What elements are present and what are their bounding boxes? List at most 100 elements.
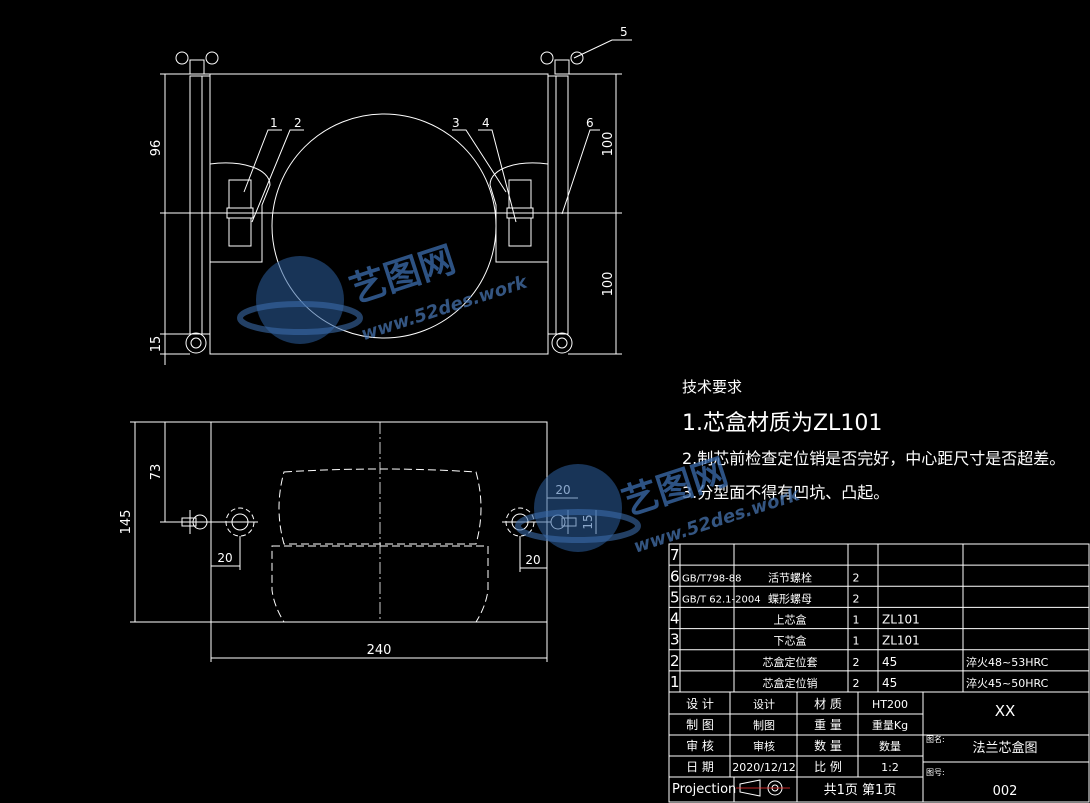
tech-req-item-2: 2.制芯前检查定位销是否完好，中心距尺寸是否超差。 [682, 449, 1065, 468]
watermark-sphere-icon-2 [515, 464, 641, 552]
sheet-info: 共1页 第1页 [824, 783, 897, 798]
bom-name: 上芯盒 [774, 613, 807, 627]
bom-no: 3 [670, 631, 680, 649]
bom-material: 45 [882, 655, 897, 669]
part-label-2: 2 [294, 116, 302, 130]
leader-1 [243, 129, 282, 193]
tb-label: 设 计 [686, 697, 714, 711]
bom-name: 蝶形螺母 [768, 591, 812, 605]
part-label-4: 4 [482, 116, 490, 130]
tb-value2: 重量Kg [872, 718, 908, 732]
projection-symbol-icon [736, 779, 790, 797]
bom-name: 芯盒定位套 [763, 655, 818, 669]
bom-material: ZL101 [882, 613, 920, 627]
dim-96: 96 [149, 140, 164, 157]
bom-qty: 2 [853, 656, 860, 669]
left-clamp-bar-inner [201, 75, 211, 335]
bom-no: 5 [670, 588, 680, 606]
bom-name: 下芯盒 [774, 634, 807, 648]
tb-label: 日 期 [686, 760, 714, 774]
bom-qty: 1 [853, 614, 860, 627]
tb-label2: 重 量 [814, 718, 842, 732]
top-view: 1 2 3 4 5 6 96 15 100 100 [149, 25, 632, 365]
bom-material: 45 [882, 676, 897, 690]
bottom-eye-left [185, 332, 207, 354]
drawing-no-label: 图号: [926, 768, 945, 777]
tech-req-item-1: 1.芯盒材质为ZL101 [682, 411, 882, 436]
watermark-sphere-icon [237, 256, 363, 344]
part-label-5: 5 [620, 25, 628, 39]
wing-nut-tl-a [175, 51, 189, 65]
bom-note: 淬火48~53HRC [966, 655, 1049, 669]
bom-name: 芯盒定位销 [763, 676, 818, 690]
leader-4 [478, 129, 517, 223]
bom-no: 7 [670, 546, 680, 564]
dim-20-left: 20 [217, 551, 232, 565]
bom-qty: 2 [853, 677, 860, 690]
dim-15: 15 [149, 336, 164, 353]
upper-core-hidden [278, 468, 482, 545]
lower-core-hidden [271, 545, 489, 623]
part-label-3: 3 [452, 116, 460, 130]
tb-value: 审核 [753, 739, 775, 753]
dim-20-right: 20 [525, 553, 540, 567]
right-clamp-bar [555, 75, 569, 335]
bom-material: ZL101 [882, 634, 920, 648]
tb-value: 2020/12/12 [732, 761, 795, 774]
dim-73: 73 [149, 464, 164, 481]
tb-value2: 1:2 [881, 761, 899, 774]
dim-240: 240 [367, 643, 392, 658]
right-pin-lower [508, 217, 532, 247]
left-pin-lower [228, 217, 252, 247]
tb-label: 审 核 [686, 738, 714, 753]
dim-145: 145 [119, 510, 134, 535]
bom-qty: 1 [853, 635, 860, 648]
title-block-outline [668, 691, 1090, 803]
part-label-6: 6 [586, 116, 594, 130]
tb-value2: HT200 [872, 698, 908, 711]
tb-label2: 比 例 [814, 760, 842, 774]
bom-no: 6 [670, 567, 680, 585]
dim-100-upper: 100 [601, 132, 616, 157]
tb-value: 制图 [753, 719, 775, 732]
part-label-1: 1 [270, 116, 278, 130]
projection-label: Projection [672, 782, 736, 797]
leader-5 [573, 39, 632, 59]
bom-note: 淬火45~50HRC [966, 676, 1049, 690]
bom-qty: 2 [853, 592, 860, 605]
bom-no: 2 [670, 652, 680, 670]
right-boss-profile [489, 162, 549, 263]
bottom-eye-left-inner [190, 337, 202, 349]
bom-qty: 2 [853, 571, 860, 584]
left-clamp-arm [181, 517, 197, 527]
company-name: XX [995, 702, 1016, 720]
tb-value: 设计 [753, 698, 775, 711]
tb-label: 制 图 [686, 718, 714, 732]
tech-requirements: 技术要求 1.芯盒材质为ZL101 2.制芯前检查定位销是否完好，中心距尺寸是否… [682, 378, 1065, 502]
bom-no: 1 [670, 673, 680, 691]
tb-label2: 数 量 [814, 738, 842, 753]
leader-3 [452, 129, 507, 193]
bom-name: 活节螺栓 [768, 570, 812, 584]
dim-100-lower: 100 [601, 272, 616, 297]
tech-req-item-3: 3.分型面不得有凹坑、凸起。 [682, 483, 889, 502]
drawing-name: 法兰芯盒图 [972, 740, 1037, 756]
bottom-eye-right-inner [556, 337, 568, 349]
left-boss-profile [209, 162, 271, 263]
bom-code: GB/T 62.1-2004 [682, 594, 761, 605]
tb-label2: 材 质 [814, 697, 842, 711]
wing-nut-tl-b [205, 51, 219, 65]
bom-code: GB/T798-88 [682, 573, 742, 584]
bottom-eye-right [551, 332, 573, 354]
wing-nut-tr-a [540, 51, 554, 65]
bolt-head-tr [554, 59, 570, 75]
drawing-no: 002 [993, 784, 1018, 799]
tech-req-title: 技术要求 [682, 378, 742, 396]
drawing-name-label: 图名: [926, 734, 945, 744]
